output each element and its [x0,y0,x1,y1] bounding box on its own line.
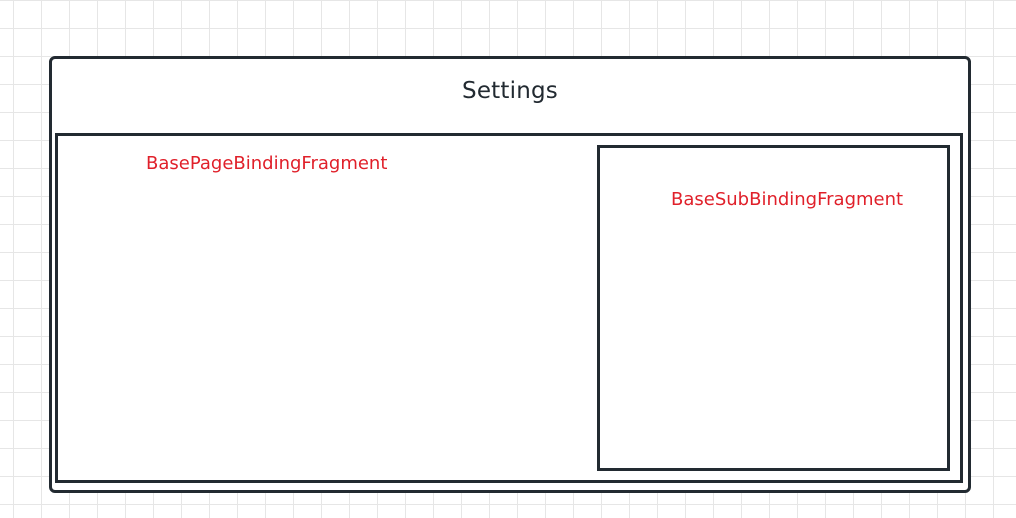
base-sub-fragment-box [597,145,950,471]
base-sub-fragment-label: BaseSubBindingFragment [671,189,904,210]
window-title: Settings [462,78,558,104]
base-page-fragment-label: BasePageBindingFragment [146,153,388,174]
